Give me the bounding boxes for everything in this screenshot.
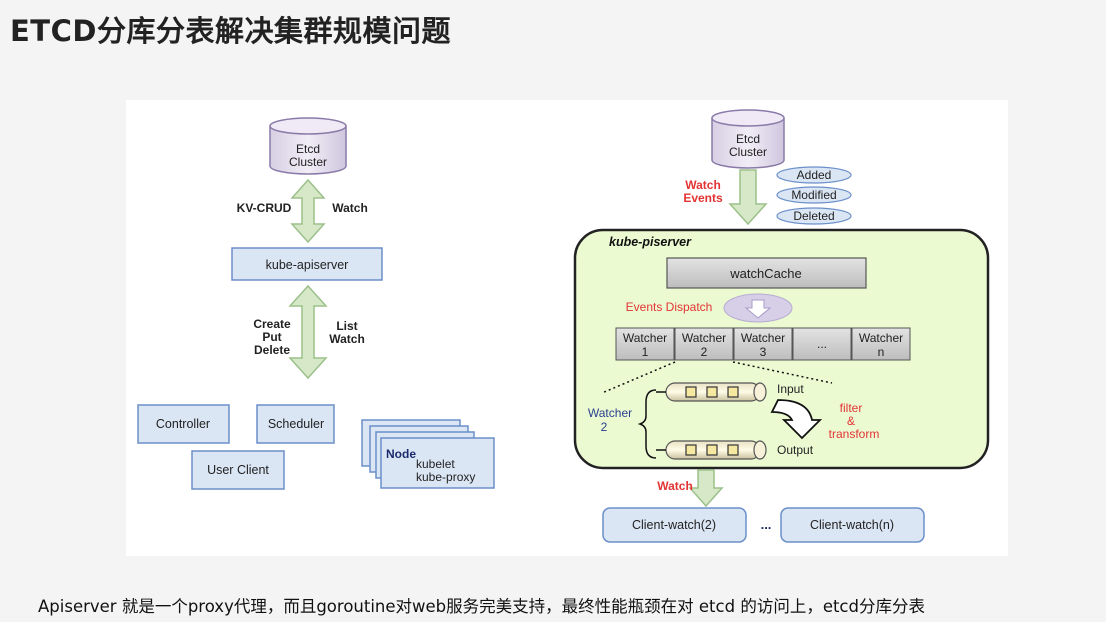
watcher-ellipsis-box	[792, 327, 852, 361]
client-watch-label: Watch	[657, 479, 693, 493]
page-title: ETCD分库分表解决集群规模问题	[10, 14, 451, 48]
node-stack	[361, 419, 495, 489]
watcher-1-label: Watcher	[623, 331, 667, 345]
watcher-n-label: Watcher	[859, 331, 903, 345]
watcher-1-box	[615, 327, 675, 361]
watcher-2-label: Watcher	[682, 331, 726, 345]
put-label: Put	[262, 330, 281, 344]
output-queue-icon	[665, 440, 767, 460]
kube-apiserver-label: kube-apiserver	[266, 258, 349, 272]
list-watch-label: Watch	[329, 332, 365, 346]
modified-badge	[776, 186, 852, 204]
right-down-arrow	[728, 169, 768, 226]
client-watch-n-box	[780, 507, 925, 543]
watcher2-label-1: Watcher	[588, 406, 632, 420]
watch-events-label-1: Watch	[685, 178, 721, 192]
controller-box	[137, 404, 230, 444]
architecture-diagram: Etcd Cluster KV-CRUD Watch kube-apiserve…	[137, 109, 990, 543]
node-title: Node	[386, 447, 416, 461]
dispatch-arrow-icon	[723, 293, 793, 323]
input-queue-icon	[665, 382, 767, 402]
watcher2-brace	[637, 389, 657, 459]
kube-apiserver-box	[231, 247, 383, 281]
client-watch-2-label: Client-watch(2)	[632, 518, 716, 532]
user-client-label: User Client	[207, 463, 269, 477]
watcher-3-label: Watcher	[741, 331, 785, 345]
watcher-1-index: 1	[642, 345, 649, 359]
client-ellipsis: ...	[761, 517, 772, 532]
output-label: Output	[777, 443, 814, 457]
client-watch-n-label: Client-watch(n)	[810, 518, 894, 532]
watcher-3-box	[733, 327, 793, 361]
left-etcd-label-1: Etcd	[296, 142, 320, 156]
transform-label: transform	[829, 427, 880, 441]
kv-crud-label: KV-CRUD	[237, 201, 292, 215]
diagram-panel: Etcd Cluster KV-CRUD Watch kube-apiserve…	[126, 100, 1008, 556]
watcher-2-index: 2	[701, 345, 708, 359]
filter-transform-arrow-icon	[770, 399, 823, 440]
deleted-label: Deleted	[793, 209, 834, 223]
added-badge	[776, 166, 852, 184]
kubelet-label: kubelet	[416, 457, 455, 471]
watcher-3-index: 3	[760, 345, 767, 359]
create-label: Create	[253, 317, 291, 331]
caption-text: Apiserver 就是一个proxy代理，而且goroutine对web服务完…	[38, 597, 925, 616]
watch-events-label-2: Events	[683, 191, 723, 205]
right-etcd-label-1: Etcd	[736, 132, 760, 146]
watcher-n-box	[851, 327, 911, 361]
watcher2-label-2: 2	[601, 420, 608, 434]
left-double-arrow-top	[290, 178, 326, 244]
expand-line-left	[601, 361, 676, 394]
input-label: Input	[777, 382, 804, 396]
left-watch-label: Watch	[332, 201, 368, 215]
list-label: List	[336, 319, 357, 333]
watch-cache-label: watchCache	[729, 266, 802, 281]
watcher-n-index: n	[878, 345, 885, 359]
watcher-row	[615, 327, 911, 361]
left-etcd-label-2: Cluster	[289, 155, 327, 169]
left-double-arrow-bottom	[288, 284, 328, 380]
added-label: Added	[797, 168, 832, 182]
watcher-2-box	[674, 327, 734, 361]
controller-label: Controller	[156, 417, 210, 431]
scheduler-box	[256, 404, 335, 444]
client-down-arrow	[688, 469, 724, 508]
modified-label: Modified	[791, 188, 836, 202]
scheduler-label: Scheduler	[268, 417, 324, 431]
filter-label: filter	[840, 401, 863, 415]
filter-ampersand-label: &	[847, 414, 855, 428]
watch-cache-box	[666, 257, 867, 289]
kube-proxy-label: kube-proxy	[416, 470, 475, 484]
right-etcd-label-2: Cluster	[729, 145, 767, 159]
left-etcd-database-icon	[269, 117, 347, 175]
user-client-box	[191, 450, 285, 490]
right-etcd-database-icon	[711, 109, 785, 169]
expand-line-right	[732, 361, 833, 384]
delete-label: Delete	[254, 343, 290, 357]
watcher-ellipsis-label: ...	[817, 337, 827, 351]
kube-piserver-label: kube-piserver	[609, 235, 692, 249]
deleted-badge	[776, 207, 852, 225]
client-watch-2-box	[602, 507, 747, 543]
events-dispatch-label: Events Dispatch	[626, 300, 713, 314]
